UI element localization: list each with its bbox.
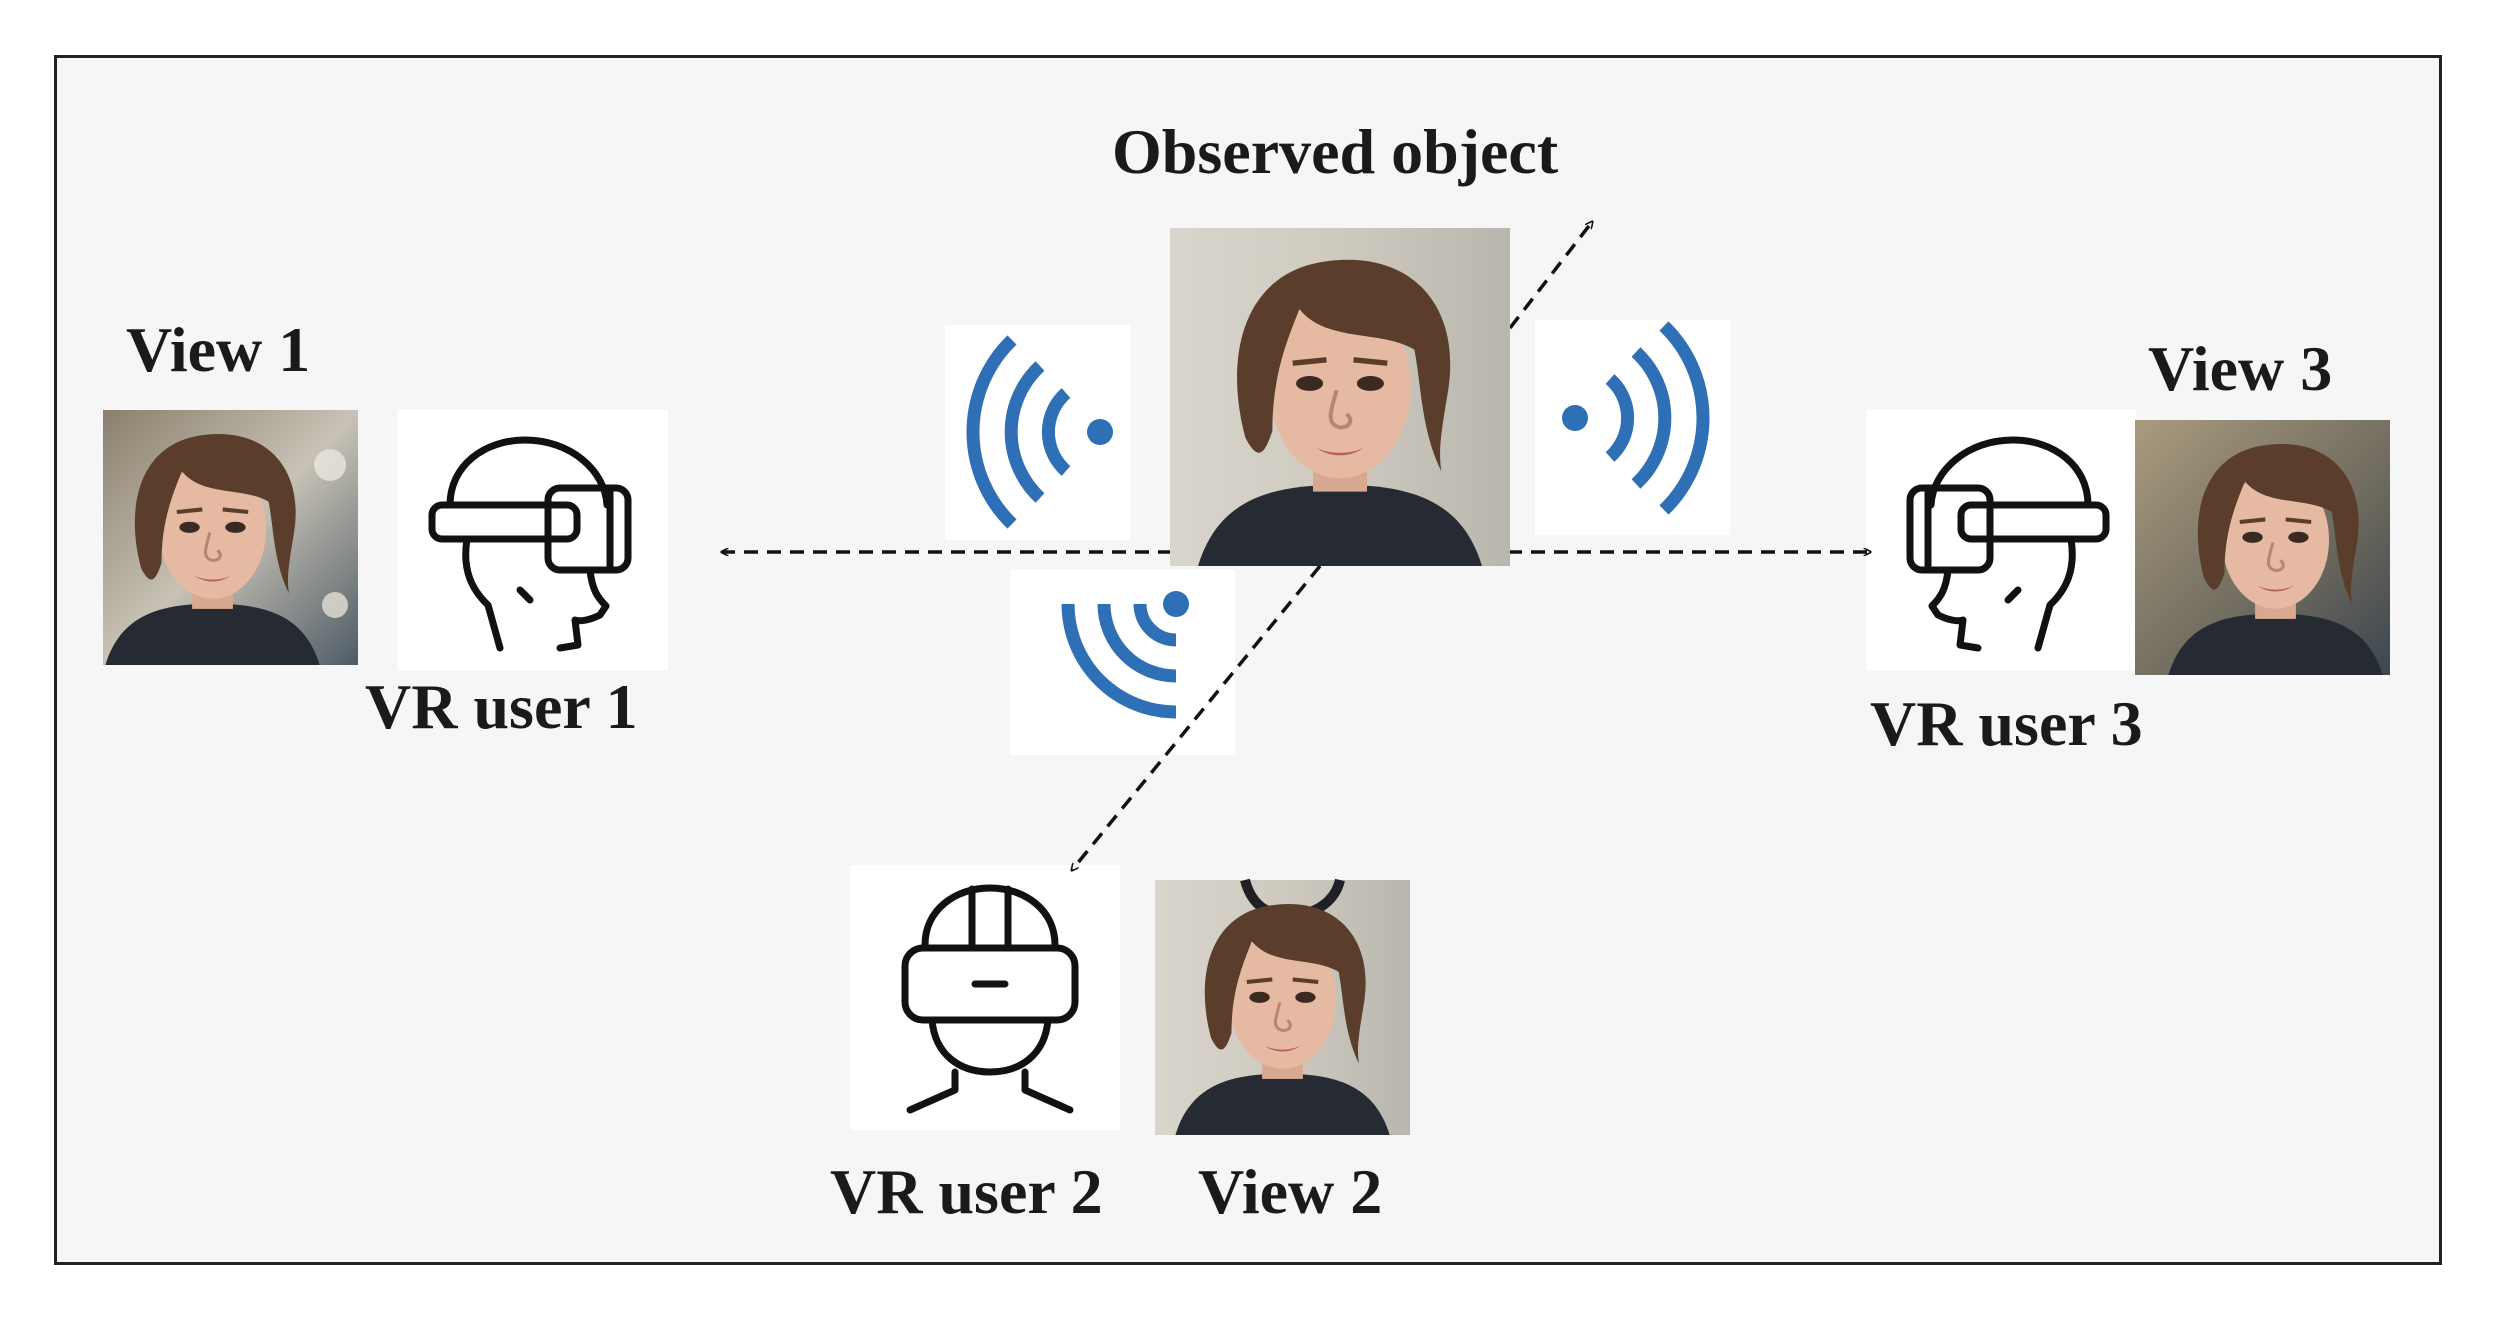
vr-headset-side-icon-user3 [1906, 436, 2110, 652]
arrow-to-user2 [1072, 564, 1322, 870]
observed-object-label: Observed object [1112, 116, 1559, 187]
vr-user2-label: VR user 2 [830, 1156, 1103, 1227]
wifi-signal-icon-bottom [1061, 591, 1189, 719]
vr-headset-side-icon-user1 [428, 436, 632, 652]
arrow-up-right [1508, 222, 1592, 330]
vr-headset-front-icon-user2 [901, 884, 1079, 1114]
observed-object-photo [1170, 228, 1510, 566]
wifi-signal-icon-left [966, 335, 1113, 529]
view1-label: View 1 [126, 314, 311, 385]
vr-user3-label: VR user 3 [1870, 688, 2143, 759]
vr-user1-label: VR user 1 [365, 671, 638, 742]
view2-label: View 2 [1198, 1156, 1383, 1227]
view3-label: View 3 [2148, 333, 2333, 404]
view3-photo [2135, 420, 2390, 675]
wifi-signal-icon-right [1562, 321, 1710, 515]
view2-photo [1155, 878, 1410, 1135]
view1-photo [103, 410, 358, 665]
wifi-bottom-tile [1010, 570, 1235, 755]
